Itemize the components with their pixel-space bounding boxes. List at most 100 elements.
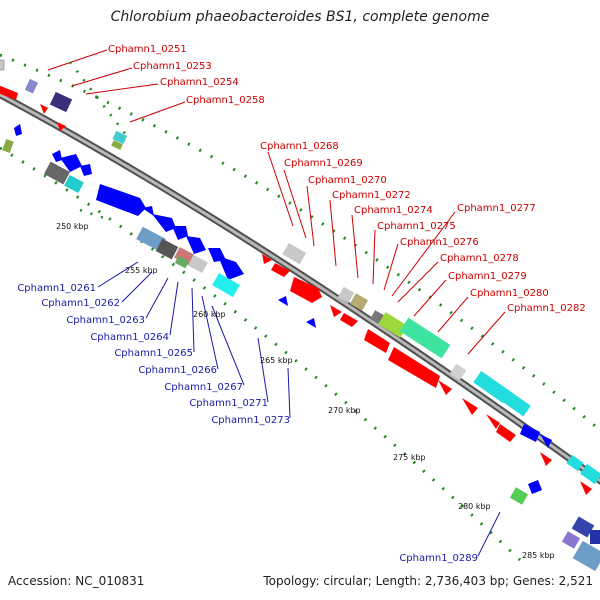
gene-box[interactable] — [561, 531, 581, 549]
gene-label[interactable]: Cphamn1_0273 — [211, 415, 290, 426]
gene-box[interactable] — [399, 317, 451, 359]
gene-label[interactable]: Cphamn1_0270 — [308, 175, 387, 186]
gene-label[interactable]: Cphamn1_0262 — [41, 298, 120, 309]
gene-box[interactable] — [136, 226, 166, 252]
gene-box[interactable] — [566, 454, 584, 472]
gene-label[interactable]: Cphamn1_0282 — [507, 303, 586, 314]
forward-gene-labels: Cphamn1_0251 Cphamn1_0253 Cphamn1_0254 C… — [108, 44, 586, 314]
gene-feature[interactable] — [96, 184, 146, 216]
gene-label[interactable]: Cphamn1_0264 — [90, 332, 169, 343]
gene-box[interactable] — [590, 530, 600, 544]
genome-summary-text: Topology: circular; Length: 2,736,403 bp… — [263, 574, 593, 588]
gene-box[interactable] — [44, 161, 70, 185]
gene-label[interactable]: Cphamn1_0251 — [108, 44, 187, 55]
gene-label[interactable]: Cphamn1_0268 — [260, 141, 339, 152]
gene-label[interactable]: Cphamn1_0261 — [17, 283, 96, 294]
gene-feature[interactable] — [438, 380, 452, 395]
gene-feature[interactable] — [340, 313, 358, 327]
gene-label[interactable]: Cphamn1_0254 — [160, 77, 239, 88]
reverse-leader-lines — [97, 261, 501, 557]
gene-feature[interactable] — [40, 104, 48, 114]
gene-feature[interactable] — [218, 256, 244, 280]
forward-strand-features — [0, 85, 592, 495]
gene-feature[interactable] — [540, 434, 552, 448]
reverse-gene-labels: Cphamn1_0261 Cphamn1_0262 Cphamn1_0263 C… — [17, 283, 478, 564]
gene-feature[interactable] — [528, 480, 542, 494]
gene-box[interactable] — [111, 140, 123, 150]
gene-label[interactable]: Cphamn1_0271 — [189, 398, 268, 409]
gene-label[interactable]: Cphamn1_0279 — [448, 271, 527, 282]
gene-box[interactable] — [155, 238, 179, 260]
gene-feature[interactable] — [172, 226, 188, 240]
gene-feature[interactable] — [290, 277, 322, 303]
gene-feature[interactable] — [496, 424, 516, 442]
kbp-label: 270 kbp — [328, 406, 361, 415]
gene-box[interactable] — [0, 59, 5, 71]
reverse-strand-features — [2, 124, 600, 572]
gene-label[interactable]: Cphamn1_0289 — [399, 553, 478, 564]
gene-box[interactable] — [509, 487, 529, 505]
gene-feature[interactable] — [14, 124, 22, 136]
gene-box[interactable] — [188, 254, 208, 274]
gene-feature[interactable] — [462, 398, 478, 415]
gene-feature[interactable] — [330, 305, 342, 317]
gene-feature[interactable] — [0, 85, 18, 100]
gene-box[interactable] — [174, 246, 194, 266]
gene-label[interactable]: Cphamn1_0275 — [377, 221, 456, 232]
genome-backbone — [0, 92, 600, 483]
gene-label[interactable]: Cphamn1_0274 — [354, 205, 433, 216]
inner-tick-ring — [0, 146, 522, 562]
gene-feature[interactable] — [60, 154, 82, 172]
gene-box[interactable] — [24, 78, 39, 94]
gene-feature[interactable] — [271, 263, 290, 277]
gene-feature[interactable] — [388, 347, 440, 388]
gene-feature[interactable] — [262, 254, 272, 264]
gene-label[interactable]: Cphamn1_0280 — [470, 288, 549, 299]
kbp-label: 285 kbp — [522, 551, 555, 560]
gene-box[interactable] — [282, 242, 307, 265]
gene-feature[interactable] — [278, 296, 288, 306]
kbp-label: 280 kbp — [458, 502, 491, 511]
gene-box[interactable] — [112, 130, 128, 145]
kbp-label: 265 kbp — [260, 356, 293, 365]
gene-label[interactable]: Cphamn1_0267 — [164, 382, 243, 393]
gene-feature[interactable] — [486, 414, 500, 429]
gene-label[interactable]: Cphamn1_0272 — [332, 190, 411, 201]
gene-feature[interactable] — [306, 318, 316, 328]
gene-label[interactable]: Cphamn1_0269 — [284, 158, 363, 169]
gene-feature[interactable] — [142, 206, 154, 216]
gene-feature[interactable] — [540, 452, 552, 466]
gene-feature[interactable] — [80, 164, 92, 176]
gene-label[interactable]: Cphamn1_0277 — [457, 203, 536, 214]
gene-feature[interactable] — [57, 122, 66, 131]
gene-feature[interactable] — [52, 150, 62, 162]
gene-label[interactable]: Cphamn1_0276 — [400, 237, 479, 248]
gene-box[interactable] — [212, 272, 240, 298]
gene-box[interactable] — [64, 174, 84, 194]
gene-box[interactable] — [2, 138, 14, 154]
gene-label[interactable]: Cphamn1_0258 — [186, 95, 265, 106]
gene-label[interactable]: Cphamn1_0278 — [440, 253, 519, 264]
gene-box[interactable] — [49, 91, 73, 113]
gene-feature[interactable] — [520, 424, 540, 442]
gene-box[interactable] — [370, 310, 384, 324]
gene-box[interactable] — [449, 363, 467, 381]
gene-feature[interactable] — [186, 236, 206, 254]
gene-box[interactable] — [572, 540, 600, 572]
gene-box[interactable] — [571, 516, 595, 538]
gene-label[interactable]: Cphamn1_0263 — [66, 315, 145, 326]
kbp-scale-labels: 250 kbp 255 kbp 260 kbp 265 kbp 270 kbp … — [56, 222, 555, 560]
gene-feature[interactable] — [364, 329, 390, 353]
gene-box[interactable] — [174, 255, 190, 269]
gene-box[interactable] — [580, 463, 600, 485]
gene-box[interactable] — [498, 388, 531, 417]
gene-label[interactable]: Cphamn1_0266 — [138, 365, 217, 376]
gene-label[interactable]: Cphamn1_0253 — [133, 61, 212, 72]
gene-box[interactable] — [473, 370, 511, 404]
gene-box[interactable] — [349, 293, 369, 311]
gene-feature[interactable] — [580, 481, 592, 495]
gene-feature[interactable] — [152, 214, 176, 232]
gene-label[interactable]: Cphamn1_0265 — [114, 348, 193, 359]
forward-leader-lines — [47, 49, 506, 355]
gene-box[interactable] — [337, 286, 355, 304]
